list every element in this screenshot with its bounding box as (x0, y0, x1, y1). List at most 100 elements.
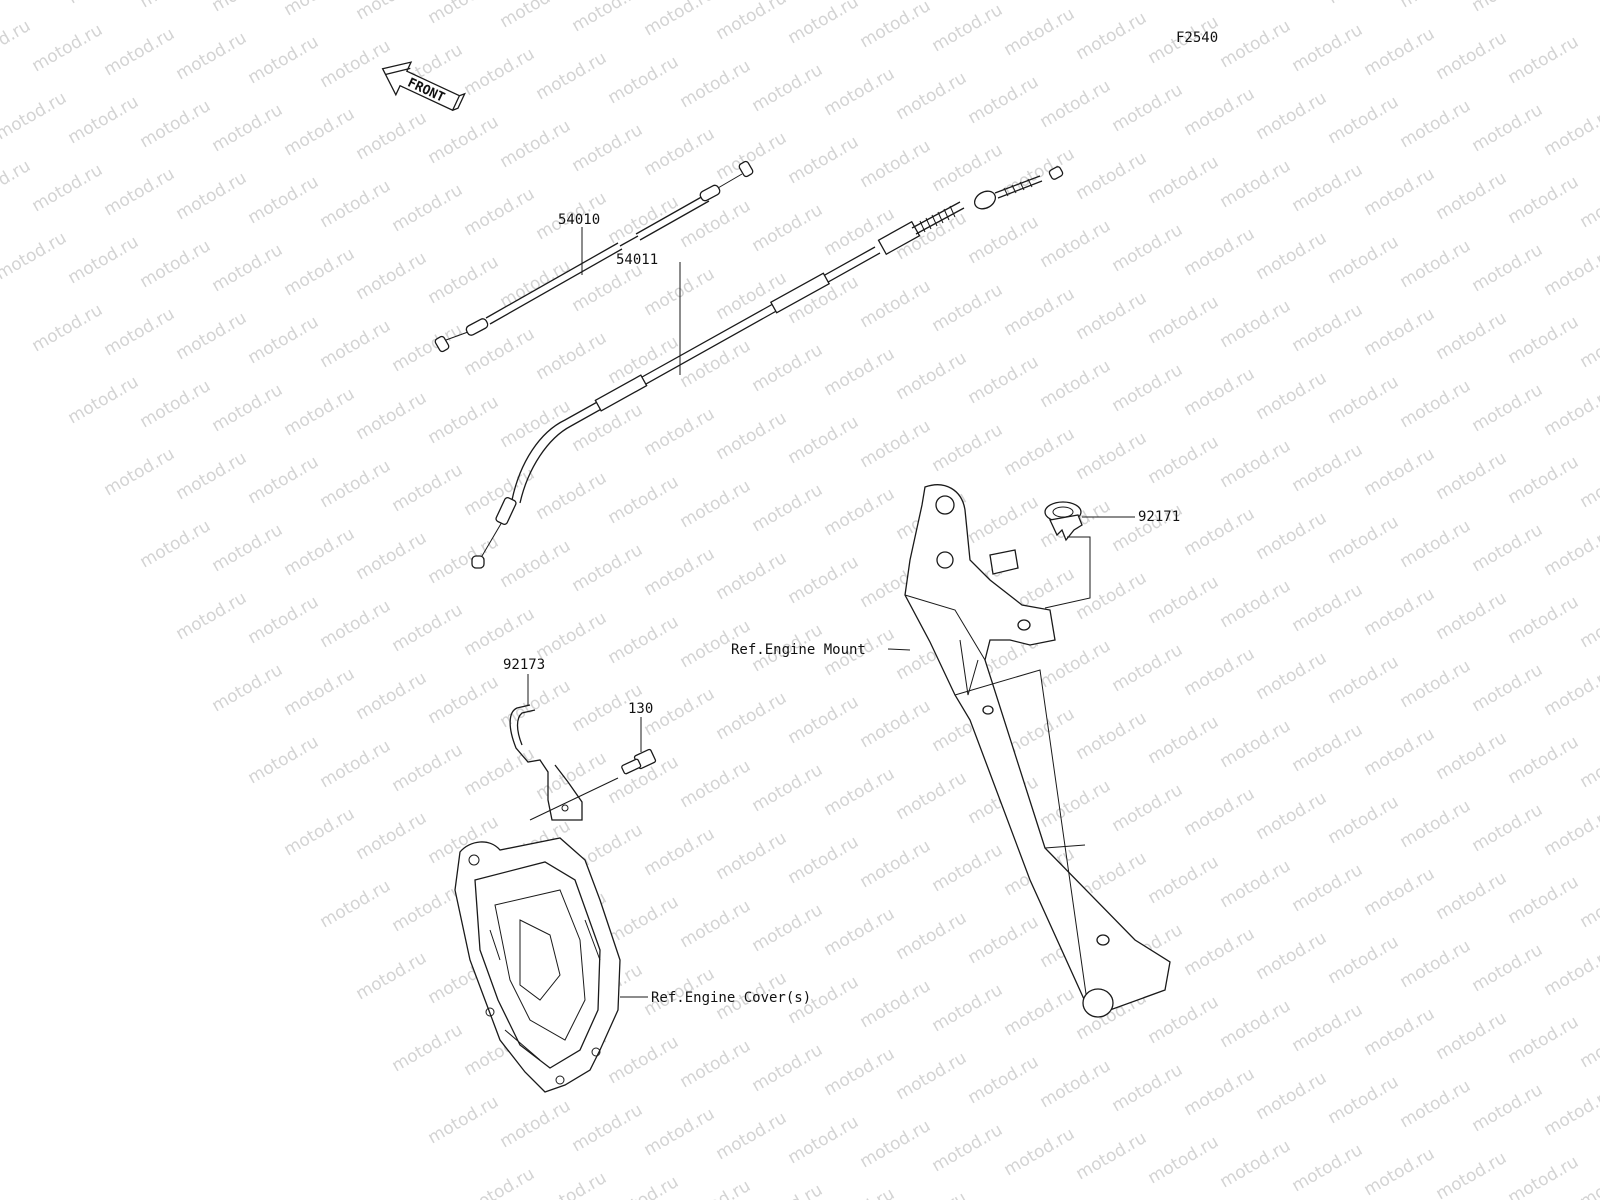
hook-92173 (509, 704, 583, 821)
watermark-text: motod.ru (605, 52, 683, 108)
watermark-text: motod.ru (1361, 724, 1439, 780)
watermark-text: motod.ru (893, 348, 971, 404)
watermark-text: motod.ru (209, 380, 287, 436)
watermark-text: motod.ru (1541, 524, 1600, 580)
watermark-text: motod.ru (1433, 1008, 1511, 1064)
watermark-text: motod.ru (1469, 800, 1547, 856)
watermark-text: motod.ru (893, 1048, 971, 1104)
watermark-text: motod.ru (533, 468, 611, 524)
watermark-text: motod.ru (1289, 720, 1367, 776)
watermark-text: motod.ru (821, 1044, 899, 1100)
watermark-text: motod.ru (749, 900, 827, 956)
watermark-text: motod.ru (1109, 640, 1187, 696)
watermark-text: motod.ru (965, 212, 1043, 268)
watermark-text: motod.ru (1505, 1012, 1583, 1068)
watermark-text: motod.ru (893, 768, 971, 824)
watermark-text: motod.ru (317, 876, 395, 932)
watermark-text: motod.ru (1397, 796, 1475, 852)
watermark-text: motod.ru (173, 28, 251, 84)
watermark-text: motod.ru (209, 100, 287, 156)
watermark-text: motod.ru (1289, 1140, 1367, 1196)
watermark-text: motod.ru (749, 200, 827, 256)
watermark-text: motod.ru (605, 892, 683, 948)
watermark-text: motod.ru (1325, 652, 1403, 708)
watermark-text: motod.ru (929, 140, 1007, 196)
watermark-text: motod.ru (389, 180, 467, 236)
watermark-text: motod.ru (569, 0, 647, 36)
watermark-text: motod.ru (1397, 936, 1475, 992)
watermark-text: motod.ru (1073, 708, 1151, 764)
watermark-text: motod.ru (65, 372, 143, 428)
watermark-text: motod.ru (1433, 28, 1511, 84)
watermark-text: motod.ru (857, 836, 935, 892)
watermark-text: motod.ru (1325, 1072, 1403, 1128)
watermark-text: motod.ru (1361, 584, 1439, 640)
watermark-text: motod.ru (1325, 232, 1403, 288)
watermark-text: motod.ru (1253, 508, 1331, 564)
watermark-text: motod.ru (1505, 732, 1583, 788)
watermark-text: motod.ru (317, 736, 395, 792)
watermark-text: motod.ru (281, 664, 359, 720)
watermark-text: motod.ru (0, 0, 70, 4)
watermark-text: motod.ru (749, 60, 827, 116)
watermark-text: motod.ru (1469, 940, 1547, 996)
watermark-text: motod.ru (1145, 852, 1223, 908)
watermark-text: motod.ru (1541, 104, 1600, 160)
watermark-text: motod.ru (1361, 24, 1439, 80)
watermark-text: motod.ru (281, 384, 359, 440)
watermark-text: motod.ru (209, 520, 287, 576)
watermark-text: motod.ru (389, 320, 467, 376)
label-ref-engine-mount: Ref.Engine Mount (731, 642, 866, 658)
watermark-text: motod.ru (1289, 20, 1367, 76)
watermark-text: motod.ru (713, 548, 791, 604)
watermark-text: motod.ru (677, 1036, 755, 1092)
watermark-text: motod.ru (641, 544, 719, 600)
watermark-text: motod.ru (641, 1104, 719, 1160)
engine-cover (454, 837, 621, 1093)
watermark-text: motod.ru (1577, 1156, 1600, 1200)
watermark-text: motod.ru (497, 396, 575, 452)
watermark-text: motod.ru (1289, 860, 1367, 916)
watermark-text: motod.ru (1325, 92, 1403, 148)
watermark-text: motod.ru (1109, 1060, 1187, 1116)
watermark-text: motod.ru (569, 120, 647, 176)
watermark-text: motod.ru (245, 732, 323, 788)
watermark-text: motod.ru (497, 0, 575, 32)
watermark-text: motod.ru (713, 828, 791, 884)
watermark-text: motod.ru (137, 516, 215, 572)
watermark-text: motod.ru (65, 232, 143, 288)
watermark-text: motod.ru (1181, 84, 1259, 140)
watermark-text: motod.ru (1469, 520, 1547, 576)
watermark-text: motod.ru (1001, 1124, 1079, 1180)
watermark-text: motod.ru (137, 96, 215, 152)
watermark-text: motod.ru (317, 36, 395, 92)
watermark-text: motod.ru (785, 412, 863, 468)
watermark-text: motod.ru (1397, 516, 1475, 572)
watermark-text: motod.ru (1217, 996, 1295, 1052)
watermark-text: motod.ru (857, 0, 935, 52)
watermark-text: motod.ru (713, 688, 791, 744)
watermark-text: motod.ru (1109, 360, 1187, 416)
watermark-text: motod.ru (173, 308, 251, 364)
watermark-text: motod.ru (533, 328, 611, 384)
watermark-text: motod.ru (389, 460, 467, 516)
watermark-text: motod.ru (1073, 568, 1151, 624)
watermark-text: motod.ru (209, 660, 287, 716)
watermark-text: motod.ru (749, 1040, 827, 1096)
watermark-text: motod.ru (497, 676, 575, 732)
watermark-text: motod.ru (137, 236, 215, 292)
cable-54010 (434, 160, 754, 353)
watermark-text: motod.ru (1397, 0, 1475, 12)
watermark-text: motod.ru (677, 896, 755, 952)
watermark-text: motod.ru (677, 756, 755, 812)
watermark-text: motod.ru (857, 976, 935, 1032)
watermark-text: motod.ru (1433, 448, 1511, 504)
watermark-text: motod.ru (821, 64, 899, 120)
watermark-text: motod.ru (101, 164, 179, 220)
watermark-text: motod.ru (1289, 440, 1367, 496)
watermark-text: motod.ru (1541, 1084, 1600, 1140)
watermark-text: motod.ru (281, 524, 359, 580)
watermark-text: motod.ru (101, 24, 179, 80)
watermark-text: motod.ru (677, 476, 755, 532)
